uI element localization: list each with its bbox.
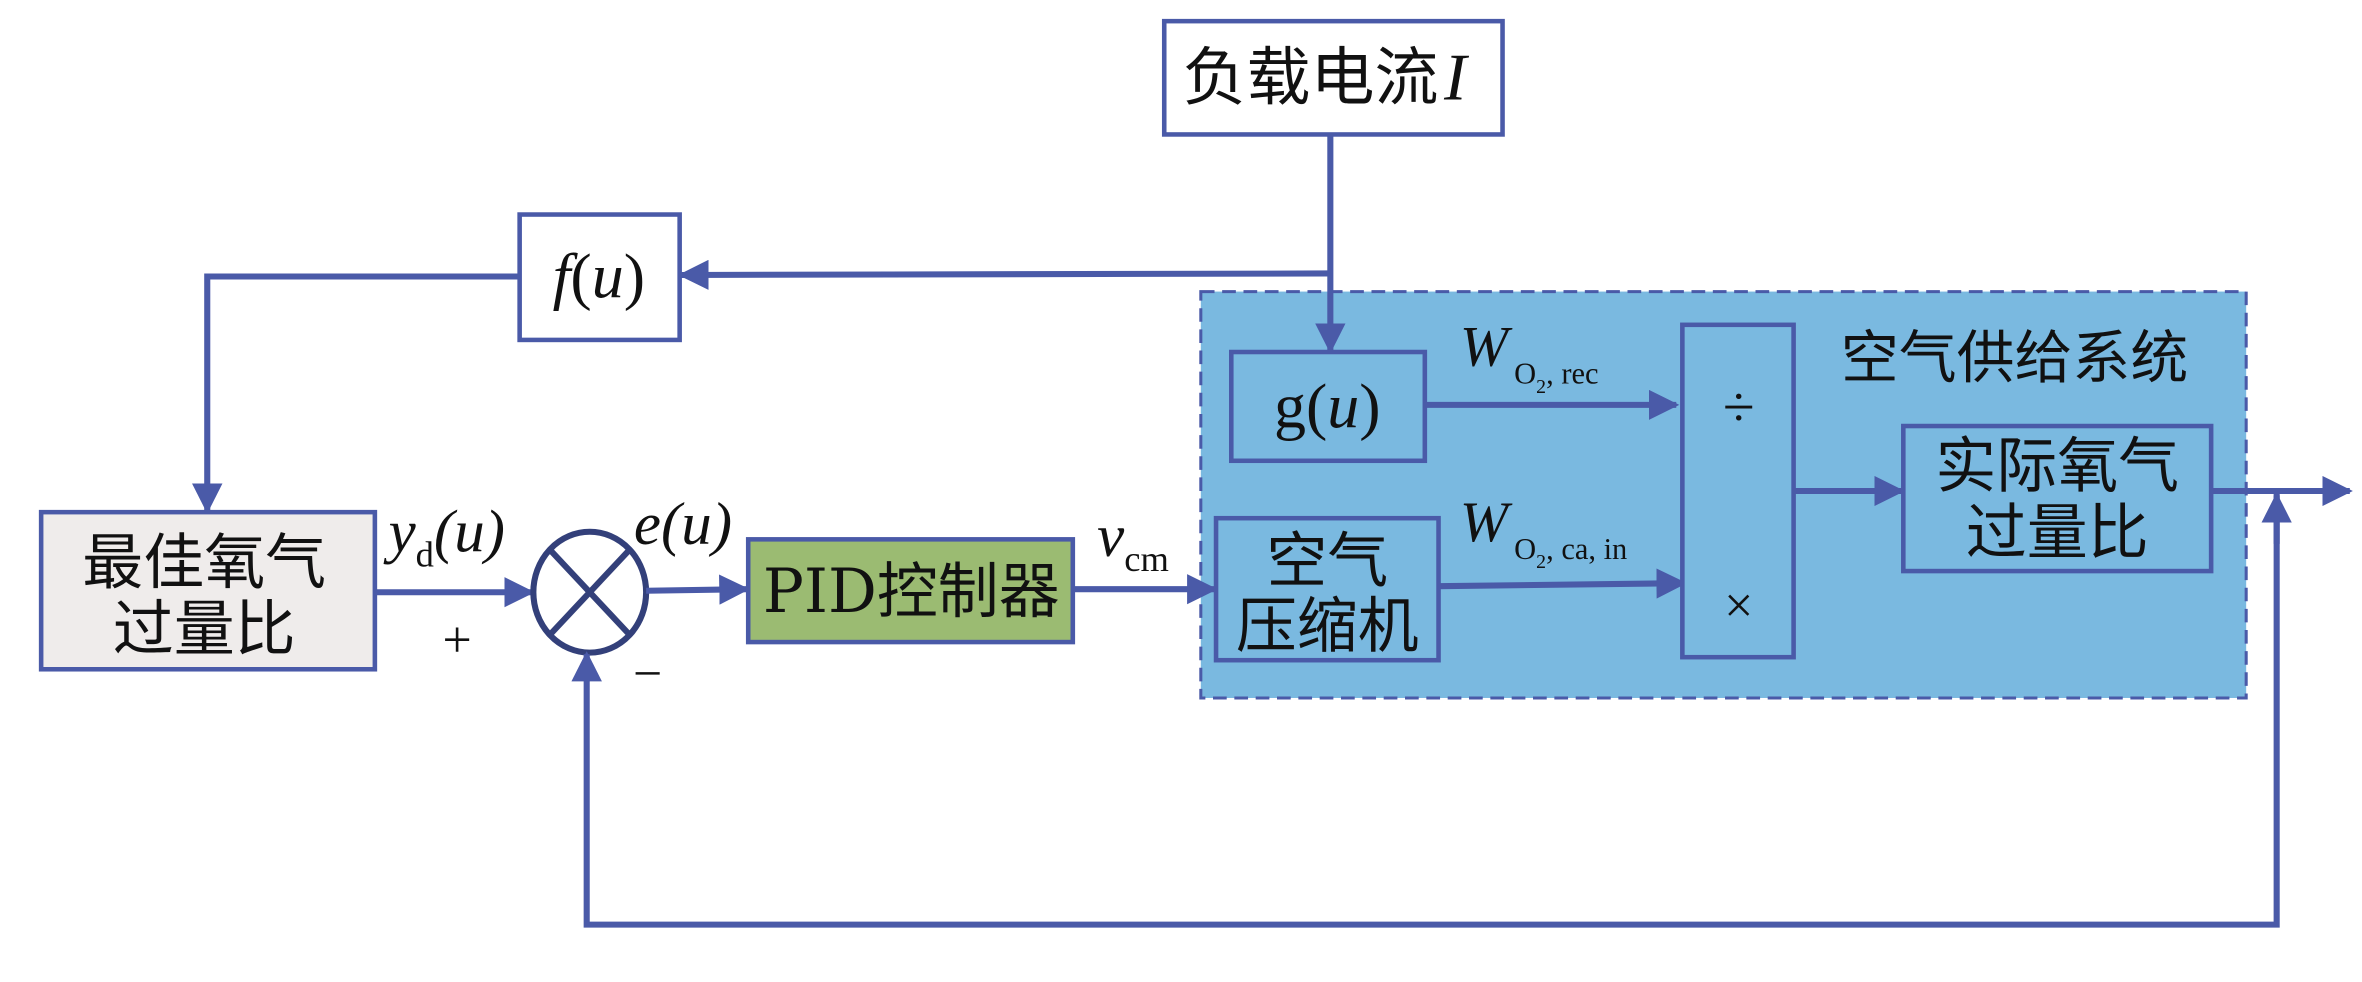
yd-label: yd(u) [383, 499, 505, 575]
pid-label: PID控制器 [763, 557, 1060, 627]
actual-oxygen-ratio-block: 实际氧气 过量比 [1901, 423, 2214, 574]
load-to-f-line [678, 259, 1331, 291]
load-current-label: 负载电流 [1183, 42, 1439, 116]
vcm-label: vcm [1097, 503, 1169, 579]
load-current-block: 负载电流 I [1161, 18, 1505, 137]
plus-sign: + [443, 612, 472, 669]
f-to-setpoint-line [192, 273, 520, 514]
svg-text:f(u): f(u) [553, 241, 645, 312]
multiply-symbol: × [1724, 578, 1753, 635]
minus-sign: − [633, 646, 662, 703]
feedback-line [571, 494, 2280, 928]
air-compressor-block: 空气 压缩机 [1213, 515, 1441, 663]
actual-line1: 实际氧气 [1935, 432, 2179, 502]
summing-junction [530, 528, 650, 656]
error-label: e(u) [634, 491, 732, 558]
compressor-line1: 空气 [1266, 527, 1388, 597]
divide-multiply-block: ÷ × [1680, 322, 1796, 660]
compressor-line2: 压缩机 [1236, 592, 1419, 662]
svg-text:g(u): g(u) [1274, 371, 1381, 442]
f-block: f(u) [517, 212, 682, 343]
pid-controller-block: PID控制器 [745, 537, 1076, 645]
sum-to-pid-line [646, 574, 750, 605]
compressor-to-divmul-line [1438, 568, 1687, 599]
g-block: g(u) [1229, 349, 1428, 464]
setpoint-line1: 最佳氧气 [82, 528, 326, 598]
g-arg: u [1327, 371, 1359, 442]
optimal-oxygen-ratio-block: 最佳氧气 过量比 [38, 509, 378, 672]
air-supply-region-title: 空气供给系统 [1841, 324, 2188, 392]
setpoint-line2: 过量比 [113, 595, 296, 665]
f-arg: u [592, 241, 624, 312]
load-current-var: I [1443, 42, 1469, 115]
actual-line2: 过量比 [1966, 498, 2149, 568]
g-func: g [1274, 371, 1306, 442]
divide-symbol: ÷ [1723, 376, 1755, 439]
